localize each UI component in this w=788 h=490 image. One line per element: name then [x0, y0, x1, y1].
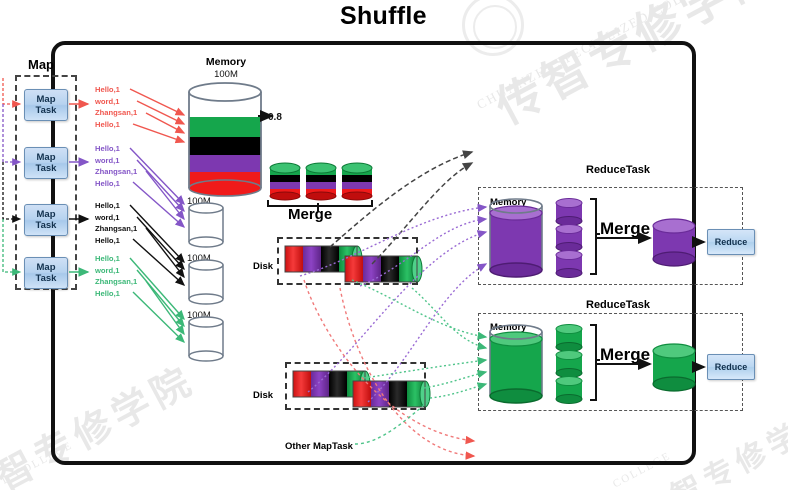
memory-label: Memory — [205, 56, 247, 68]
kv-line: Hello,1 — [95, 144, 120, 153]
map-task-4[interactable]: Map Task — [24, 257, 68, 289]
spill-threshold-label: 0.8 — [268, 112, 282, 123]
kv-line: word,1 — [95, 96, 120, 106]
other-maptask-label: Other MapTask — [285, 441, 353, 452]
kv-line: Hello,1 — [95, 254, 120, 263]
kv-block-1: Hello,1 word,1 Zhangsan,1 Hello,1 — [95, 84, 137, 130]
memory-capacity-label: 100M — [214, 69, 238, 80]
spill-size-label-1: 100M — [187, 196, 211, 207]
disk-box-bottom — [285, 362, 426, 410]
disk-label-top: Disk — [253, 261, 274, 272]
kv-line: Hello,1 — [95, 201, 120, 210]
reducetask-1-merge-label: Merge — [600, 219, 651, 238]
kv-line: Hello,1 — [95, 119, 120, 129]
kv-block-4: Hello,1 word,1 Zhangsan,1 Hello,1 — [95, 253, 137, 299]
reduce-button-1[interactable]: Reduce — [707, 229, 755, 255]
map-task-3[interactable]: Map Task — [24, 204, 68, 236]
kv-line: Hello,1 — [95, 178, 120, 188]
map-task-label-line2: Task — [35, 220, 57, 231]
page-title: Shuffle — [340, 2, 427, 30]
map-task-label-line1: Map — [36, 262, 56, 273]
merge-label-mapside: Merge — [288, 206, 333, 223]
disk-label-bottom: Disk — [253, 390, 274, 401]
spill-size-label-3: 100M — [187, 310, 211, 321]
kv-line: Zhangsan,1 — [95, 167, 138, 177]
reduce-label: Reduce — [714, 237, 748, 247]
kv-line: Zhangsan,1 — [95, 277, 138, 287]
map-task-2[interactable]: Map Task — [24, 147, 68, 179]
kv-block-2: Hello,1 word,1 Zhangsan,1 Hello,1 — [95, 143, 137, 189]
reduce-label: Reduce — [714, 362, 748, 372]
reducetask-2-title: ReduceTask — [586, 299, 650, 311]
kv-line: Hello,1 — [95, 85, 120, 94]
map-task-label-line1: Map — [36, 94, 56, 105]
reduce-button-2[interactable]: Reduce — [707, 354, 755, 380]
kv-line: Hello,1 — [95, 288, 120, 298]
kv-line: word,1 — [95, 155, 120, 165]
kv-line: Zhangsan,1 — [95, 108, 138, 118]
kv-line: word,1 — [95, 212, 120, 222]
reducetask-2-merge-label: Merge — [600, 345, 651, 364]
kv-block-3: Hello,1 word,1 Zhangsan,1 Hello,1 — [95, 200, 137, 246]
reducetask-1-memory-label: Memory — [490, 197, 527, 208]
kv-line: word,1 — [95, 265, 120, 275]
reducetask-1-title: ReduceTask — [586, 164, 650, 176]
map-group-label: Map — [28, 57, 54, 72]
kv-line: Zhangsan,1 — [95, 224, 138, 234]
reducetask-2-memory-label: Memory — [490, 322, 527, 333]
kv-line: Hello,1 — [95, 235, 120, 245]
map-task-label-line1: Map — [36, 152, 56, 163]
map-task-label-line2: Task — [35, 163, 57, 174]
map-task-label-line2: Task — [35, 273, 57, 284]
map-task-label-line2: Task — [35, 105, 57, 116]
map-task-label-line1: Map — [36, 209, 56, 220]
map-task-1[interactable]: Map Task — [24, 89, 68, 121]
disk-box-top — [277, 237, 418, 285]
spill-size-label-2: 100M — [187, 253, 211, 264]
